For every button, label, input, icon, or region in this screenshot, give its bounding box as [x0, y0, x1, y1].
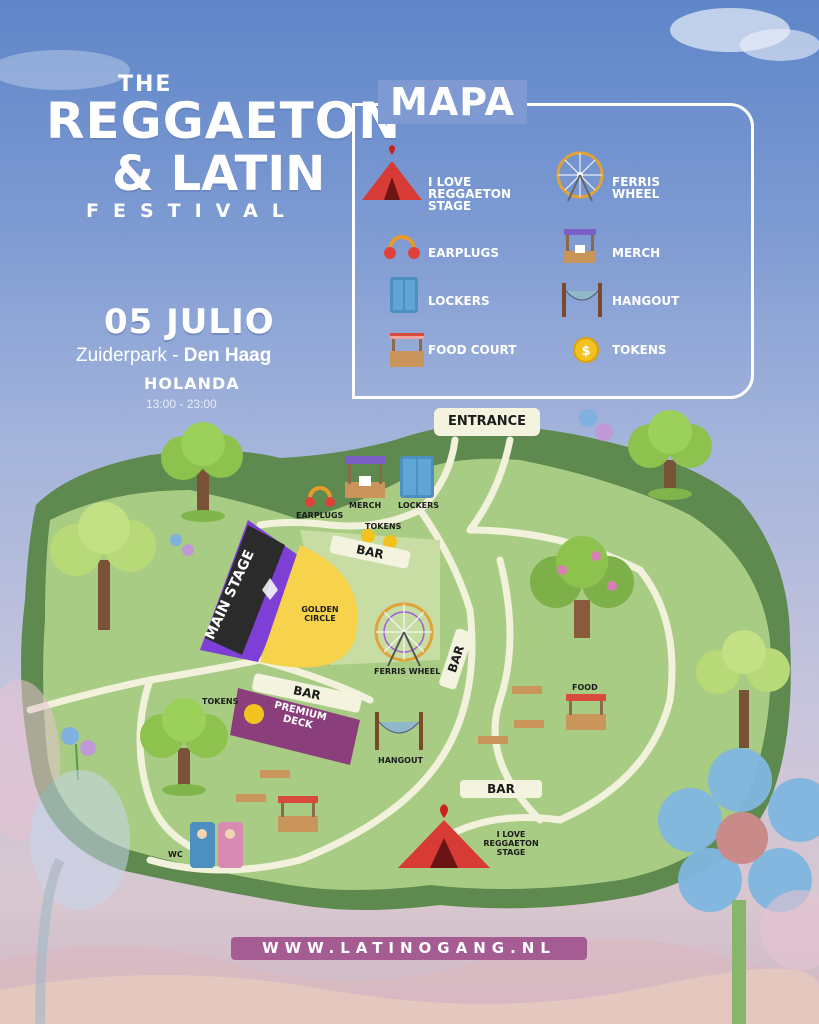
- legend-label-merch: MERCH: [612, 246, 661, 260]
- legend-icons: $: [362, 145, 604, 367]
- food-label: FOOD: [572, 683, 598, 692]
- stage-logo: [262, 578, 278, 600]
- svg-text:$: $: [581, 344, 590, 359]
- logo-the: THE: [118, 72, 173, 97]
- main-stage: [200, 520, 305, 662]
- i-love-stage-label: I LOVE REGGAETON STAGE: [483, 830, 539, 857]
- logo-festival: FESTIVAL: [86, 200, 298, 222]
- hammock-icon: [562, 283, 602, 317]
- venue-name: Zuiderpark: [76, 345, 167, 366]
- foreground-flower-right: [658, 748, 819, 1024]
- entrance-sign: ENTRANCE: [434, 408, 540, 436]
- golden-circle: [260, 545, 358, 668]
- legend-title: MAPA: [378, 80, 527, 124]
- food-stall-icon: [390, 333, 424, 367]
- event-date: 05 JULIO: [104, 302, 275, 342]
- merch-stand-icon: [564, 229, 596, 263]
- logo-latin: & LATIN: [112, 146, 326, 202]
- lockers-label: LOCKERS: [398, 501, 440, 510]
- legend-label-earplugs: EARPLUGS: [428, 246, 499, 260]
- map-earplugs-icon: [305, 486, 335, 507]
- foreground-flower-left: [0, 680, 130, 1024]
- wc-icon: [190, 822, 243, 868]
- tokens-top-label: TOKENS: [365, 522, 402, 531]
- earplugs-label: EARPLUGS: [296, 511, 344, 520]
- legend-label-hangout: HANGOUT: [612, 294, 680, 308]
- merch-label: MERCH: [349, 501, 382, 510]
- city-name: Den Haag: [183, 345, 272, 366]
- event-hours: 13:00 - 23:00: [146, 397, 217, 411]
- tokens-left-label: TOKENS: [202, 697, 239, 706]
- hangout-label: HANGOUT: [378, 756, 423, 765]
- golden-circle-label: GOLDEN CIRCLE: [301, 605, 339, 623]
- map-tent-stage-icon: [398, 804, 490, 868]
- food-court-icons: [236, 686, 606, 832]
- website-url[interactable]: WWW.LATINOGANG.NL: [231, 937, 587, 960]
- event-location: Zuiderpark - Den Haag: [76, 345, 271, 367]
- legend-label-tokens: TOKENS: [612, 343, 667, 357]
- map-hammock-icon: [375, 712, 423, 750]
- ferris-wheel-icon: [556, 151, 604, 202]
- flower-decorations: [61, 409, 613, 781]
- event-country: HOLANDA: [144, 374, 240, 393]
- logo-reggaeton: REGGAETON: [46, 92, 402, 150]
- map-merch-icon: [345, 456, 385, 498]
- map-ferris-wheel-icon: [374, 602, 434, 667]
- legend-label-lockers: LOCKERS: [428, 294, 490, 308]
- premium-deck: [230, 688, 360, 765]
- legend-label-food-court: FOOD COURT: [428, 343, 517, 357]
- token-coin-icon: $: [573, 337, 599, 363]
- legend-label-ferris: FERRIS WHEEL: [612, 175, 660, 201]
- bar-bottom: BAR: [460, 780, 542, 798]
- ferris-wheel-label: FERRIS WHEEL: [374, 667, 441, 676]
- legend-box: [352, 103, 754, 399]
- legend-label-stage: I LOVE REGGAETON STAGE: [428, 175, 512, 213]
- earplugs-icon: [384, 235, 420, 259]
- lockers-icon: [390, 277, 418, 313]
- map-lockers-icon: [400, 456, 434, 498]
- trees: [50, 410, 790, 796]
- wc-label: WC: [168, 850, 183, 859]
- map-tokens-icon: [361, 529, 397, 549]
- tent-stage-icon: [362, 145, 422, 200]
- location-separator: -: [166, 345, 184, 366]
